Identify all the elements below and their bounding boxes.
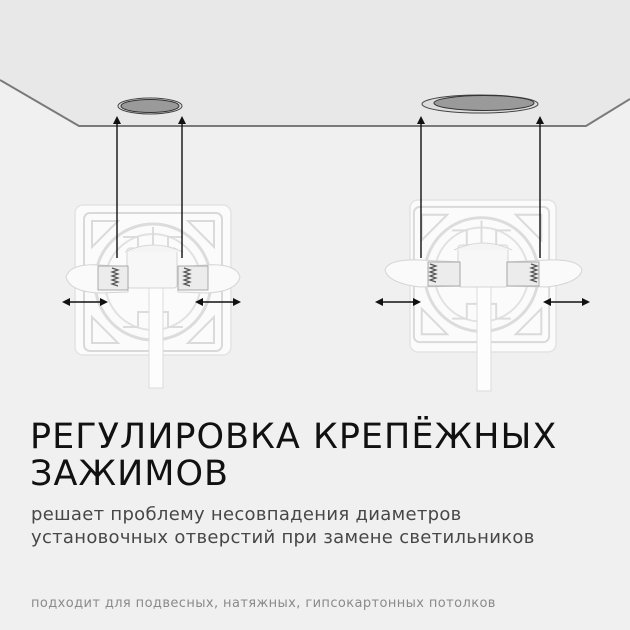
subtitle: решает проблему несовпадения диаметров у… (31, 503, 535, 549)
footnote: подходит для подвесных, натяжных, гипсок… (31, 596, 496, 611)
subtitle-line-2: установочных отверстий при замене светил… (31, 527, 535, 548)
clip-left-a (65, 264, 129, 294)
clip-left-b (177, 264, 241, 294)
large-hole (421, 94, 539, 114)
title-line-2: ЗАЖИМОВ (30, 454, 230, 494)
subtitle-line-1: решает проблему несовпадения диаметров (31, 504, 462, 525)
clip-right-b (506, 259, 583, 288)
mounting-illustration (0, 0, 630, 392)
fixture-left (65, 204, 241, 389)
small-hole (117, 97, 183, 115)
vertical-arrows (113, 116, 544, 258)
title-line-1: РЕГУЛИРОВКА КРЕПЁЖНЫХ (30, 417, 558, 457)
page-title: РЕГУЛИРОВКА КРЕПЁЖНЫХ ЗАЖИМОВ (30, 419, 557, 493)
ceiling (0, 0, 630, 127)
clip-right-a (384, 259, 461, 288)
fixture-right (384, 199, 583, 392)
